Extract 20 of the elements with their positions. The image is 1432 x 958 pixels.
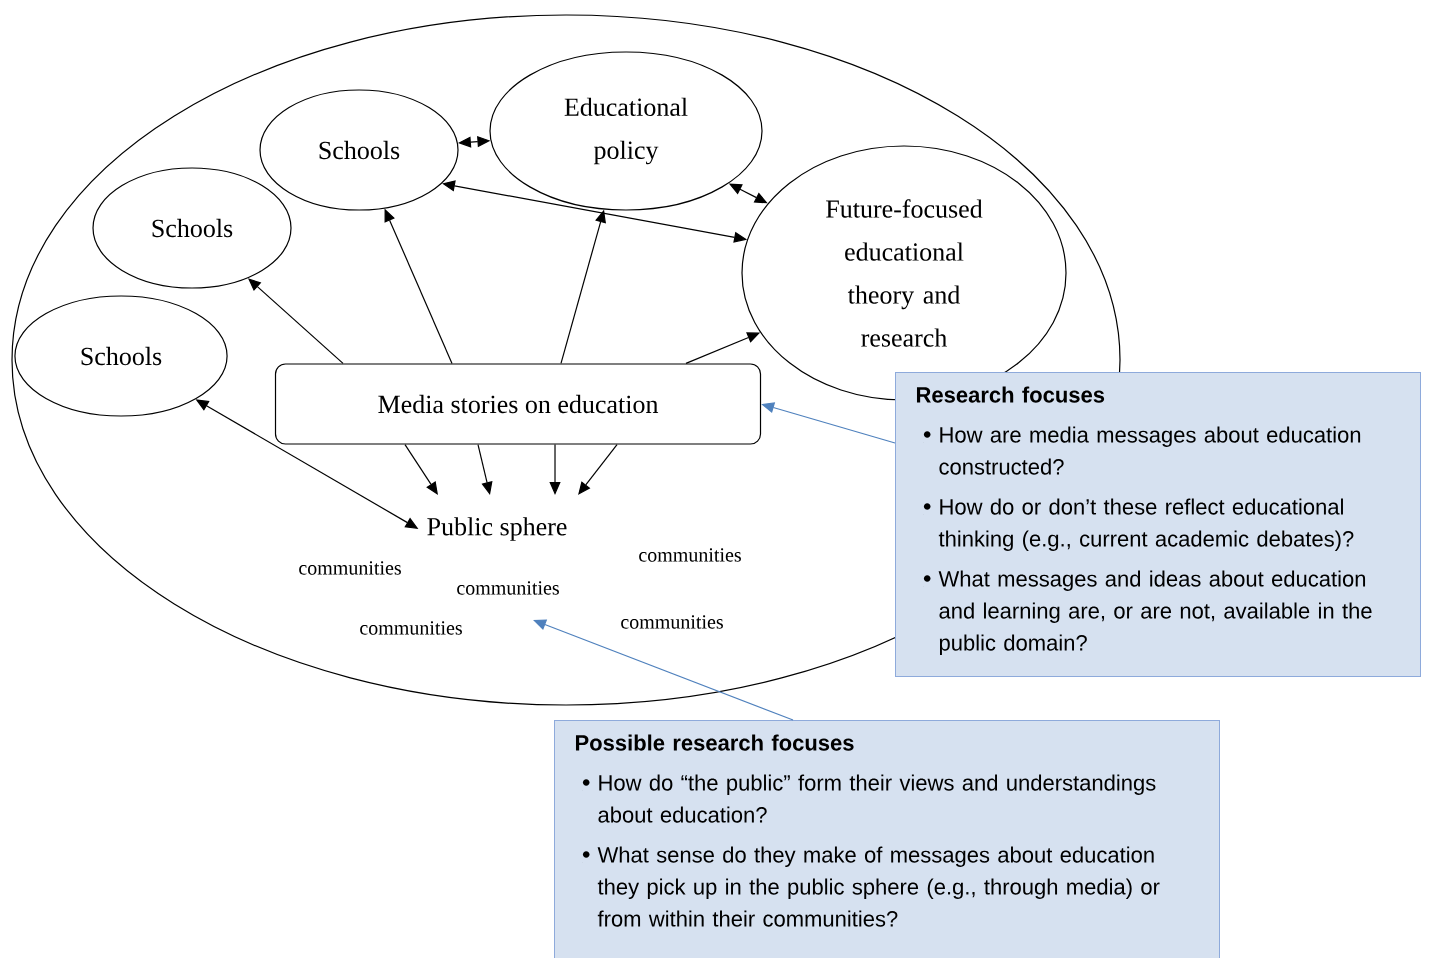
bullet-item: How are media messages about education constructed? bbox=[923, 426, 1361, 475]
arrow bbox=[549, 444, 561, 495]
bullet-item: How do or don’t these reflect educational thinking (e.g., current academic debates)? bbox=[923, 498, 1354, 551]
bullet-item: How do “the public” form their views and understandings about education? bbox=[582, 774, 1156, 823]
community-label: communities bbox=[639, 548, 741, 562]
arrow bbox=[477, 444, 493, 495]
community-label: communities bbox=[621, 615, 723, 629]
rounded-box: Media stories on education bbox=[274, 363, 762, 445]
arrow bbox=[404, 444, 438, 495]
bullet-item: What sense do they make of messages about education they pick up in the public sphere (e.g., through media) or from within their communities? bbox=[582, 846, 1160, 927]
callout-box bbox=[895, 372, 1421, 677]
arrow bbox=[533, 619, 794, 721]
community-label: communities bbox=[457, 581, 559, 595]
callout-heading: Possible research focuses bbox=[576, 734, 854, 751]
bullet-item: What messages and ideas about education and learning are, or are not, available in the public domain? bbox=[923, 570, 1372, 655]
callout-box bbox=[554, 720, 1220, 958]
community-label: communities bbox=[299, 561, 401, 575]
node-label: Public sphere bbox=[427, 517, 567, 541]
community-label: communities bbox=[360, 621, 462, 635]
arrow bbox=[578, 444, 618, 495]
